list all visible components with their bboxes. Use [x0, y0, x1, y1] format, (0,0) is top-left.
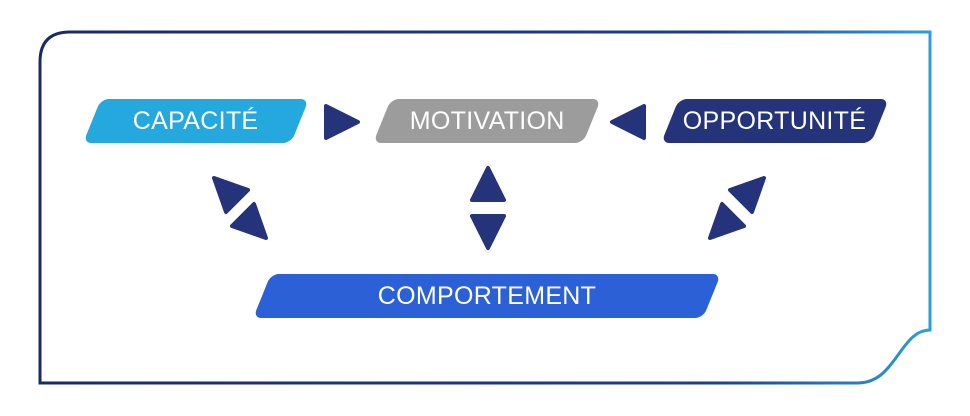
comportement-box: COMPORTEMENT — [253, 274, 721, 318]
motivation-box: MOTIVATION — [373, 99, 601, 143]
comportement-label: COMPORTEMENT — [377, 281, 597, 310]
arrow-down-icon — [470, 214, 506, 250]
opportunite-label: OPPORTUNITÉ — [683, 106, 867, 135]
capacite-label: CAPACITÉ — [133, 106, 259, 135]
arrow-diagonal-up-right-icon — [728, 176, 766, 214]
arrow-diagonal-down-left-icon — [708, 202, 746, 240]
arrow-diagonal-up-left-icon — [212, 176, 250, 214]
arrow-up-icon — [470, 166, 506, 202]
motivation-label: MOTIVATION — [409, 106, 565, 135]
arrow-left-icon — [610, 104, 646, 140]
opportunite-box: OPPORTUNITÉ — [661, 99, 889, 143]
arrow-right-icon — [324, 104, 360, 140]
capacite-box: CAPACITÉ — [83, 99, 309, 143]
arrow-diagonal-down-right-icon — [230, 202, 268, 240]
